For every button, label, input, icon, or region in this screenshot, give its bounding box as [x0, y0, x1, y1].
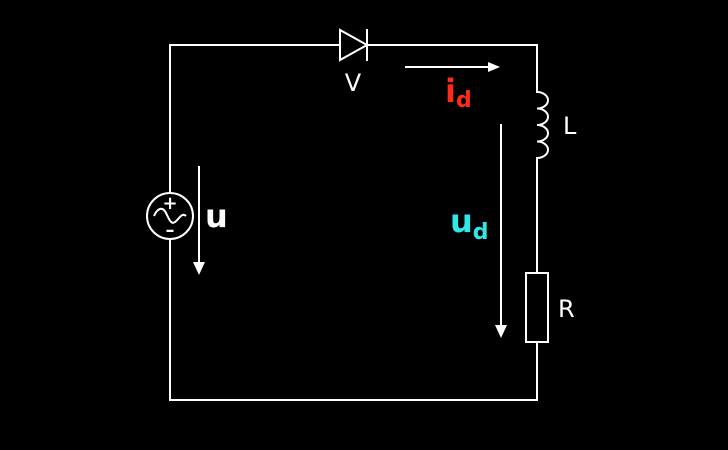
- load-voltage-subscript: d: [473, 220, 489, 245]
- resistor: R: [525, 272, 575, 343]
- inductor-coil-icon: [536, 91, 549, 159]
- inductor: L: [536, 91, 577, 159]
- load-current-arrow: id: [405, 62, 500, 113]
- load-voltage-symbol: u: [450, 202, 473, 240]
- inductor-label: L: [563, 112, 577, 140]
- arrow-down-icon: [193, 262, 205, 275]
- arrow-down-icon: [495, 325, 507, 338]
- resistor-label: R: [558, 295, 575, 323]
- wire-bottom-right: [169, 239, 538, 401]
- load-current-symbol: i: [445, 72, 456, 110]
- source-voltage-arrow: u: [193, 166, 228, 275]
- arrow-right-icon: [488, 62, 500, 72]
- source-minus-sign: –: [166, 220, 175, 241]
- diode-label: V: [345, 69, 362, 97]
- source-voltage-label: u: [205, 197, 228, 235]
- ac-source-circle-icon: [146, 192, 194, 240]
- resistor-box-icon: [525, 272, 549, 343]
- sine-wave-icon: [153, 207, 187, 224]
- wire-top-right: [367, 44, 538, 93]
- load-current-label: id: [445, 72, 472, 113]
- load-current-subscript: d: [456, 88, 472, 113]
- load-voltage-label: ud: [450, 202, 489, 245]
- ac-source: + –: [146, 192, 194, 241]
- diode: V: [339, 28, 370, 97]
- load-voltage-arrow: ud: [450, 124, 507, 338]
- diode-triangle-icon: [339, 28, 370, 62]
- circuit-wires: [169, 44, 538, 401]
- source-plus-sign: +: [162, 193, 177, 214]
